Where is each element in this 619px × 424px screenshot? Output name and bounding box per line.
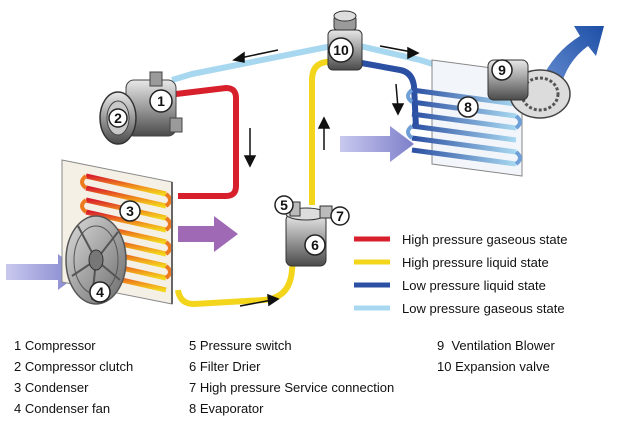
pipe-high-pressure-liquid — [175, 249, 297, 307]
legend-item-high-pressure-liquid: High pressure liquid state — [354, 255, 549, 270]
key-item-7: 7 High pressure Service connection — [189, 380, 395, 395]
service-connection — [319, 205, 333, 219]
svg-text:9: 9 — [498, 62, 506, 78]
badge-8: 8 — [457, 96, 479, 118]
svg-text:7: 7 — [336, 208, 344, 224]
airflow-out-condenser-arrow — [178, 216, 238, 252]
badge-6: 6 — [304, 234, 326, 256]
legend-item-low-pressure-gas: Low pressure gaseous state — [354, 301, 565, 316]
badge-7: 7 — [330, 206, 350, 226]
svg-text:3: 3 — [126, 203, 134, 219]
key-item-4: 4 Condenser fan — [14, 401, 111, 416]
pipe-low-pressure-gas — [171, 43, 333, 83]
key-item-1: 1 Compressor — [14, 338, 96, 353]
svg-text:High pressure liquid state: High pressure liquid state — [402, 255, 549, 270]
badge-3: 3 — [119, 200, 141, 222]
svg-text:6: 6 — [311, 237, 319, 253]
pipe-low-pressure-liquid — [355, 59, 419, 129]
pipe-high-pressure-gas — [175, 85, 239, 199]
key-item-9: 9 Ventilation Blower — [437, 338, 555, 353]
key-item-6: 6 Filter Drier — [189, 359, 261, 374]
badge-4: 4 — [89, 281, 111, 303]
svg-text:4: 4 — [96, 284, 104, 300]
key-item-5: 5 Pressure switch — [189, 338, 292, 353]
svg-text:Low pressure liquid state: Low pressure liquid state — [402, 278, 546, 293]
badge-5: 5 — [274, 195, 294, 215]
key-item-3: 3 Condenser — [14, 380, 89, 395]
svg-text:8: 8 — [464, 99, 472, 115]
key-item-2: 2 Compressor clutch — [14, 359, 134, 374]
flow-arrows — [232, 45, 420, 307]
airflow-in-evaporator-arrow — [340, 126, 414, 162]
svg-text:High pressure gaseous state: High pressure gaseous state — [402, 232, 567, 247]
key-item-10: 10 Expansion valve — [437, 359, 550, 374]
badge-1: 1 — [149, 89, 173, 113]
badge-2: 2 — [108, 108, 128, 128]
svg-text:5: 5 — [280, 197, 288, 213]
legend: High pressure gaseous state High pressur… — [354, 232, 567, 316]
pipe-high-pressure-liquid-riser — [309, 58, 333, 205]
svg-text:2: 2 — [114, 110, 122, 126]
svg-text:Low pressure gaseous state: Low pressure gaseous state — [402, 301, 565, 316]
condenser-fan — [65, 215, 127, 305]
legend-item-low-pressure-liquid: Low pressure liquid state — [354, 278, 546, 293]
svg-text:10: 10 — [333, 42, 349, 58]
badge-9: 9 — [491, 59, 513, 81]
badge-10: 10 — [328, 37, 354, 63]
key-item-8: 8 Evaporator — [189, 401, 264, 416]
legend-item-high-pressure-gas: High pressure gaseous state — [354, 232, 567, 247]
svg-text:1: 1 — [157, 93, 165, 109]
